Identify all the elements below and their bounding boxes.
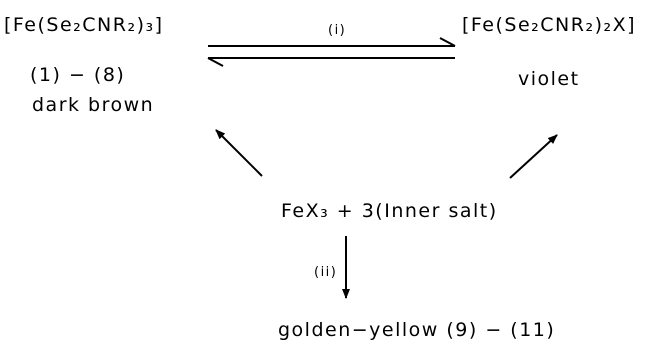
bottom-product: golden−yellow (9) − (11) — [278, 319, 556, 341]
equilibrium-forward-arrow — [208, 37, 456, 47]
center-reactants: FeX₃ + 3(Inner salt) — [281, 200, 498, 222]
equilibrium-reverse-arrow — [207, 57, 455, 67]
right-formula: [Fe(Se₂CNR₂)₂X] — [462, 14, 637, 36]
down-arrow-label: (ii) — [314, 265, 338, 280]
arrow-to-right-product — [509, 134, 558, 179]
right-color-label: violet — [518, 68, 580, 90]
top-arrow-label: (i) — [328, 23, 347, 38]
left-color-label: dark brown — [32, 94, 155, 116]
left-formula: [Fe(Se₂CNR₂)₃] — [4, 14, 164, 36]
left-compound-numbers: (1) − (8) — [30, 64, 126, 86]
arrow-to-left-product — [215, 129, 263, 177]
